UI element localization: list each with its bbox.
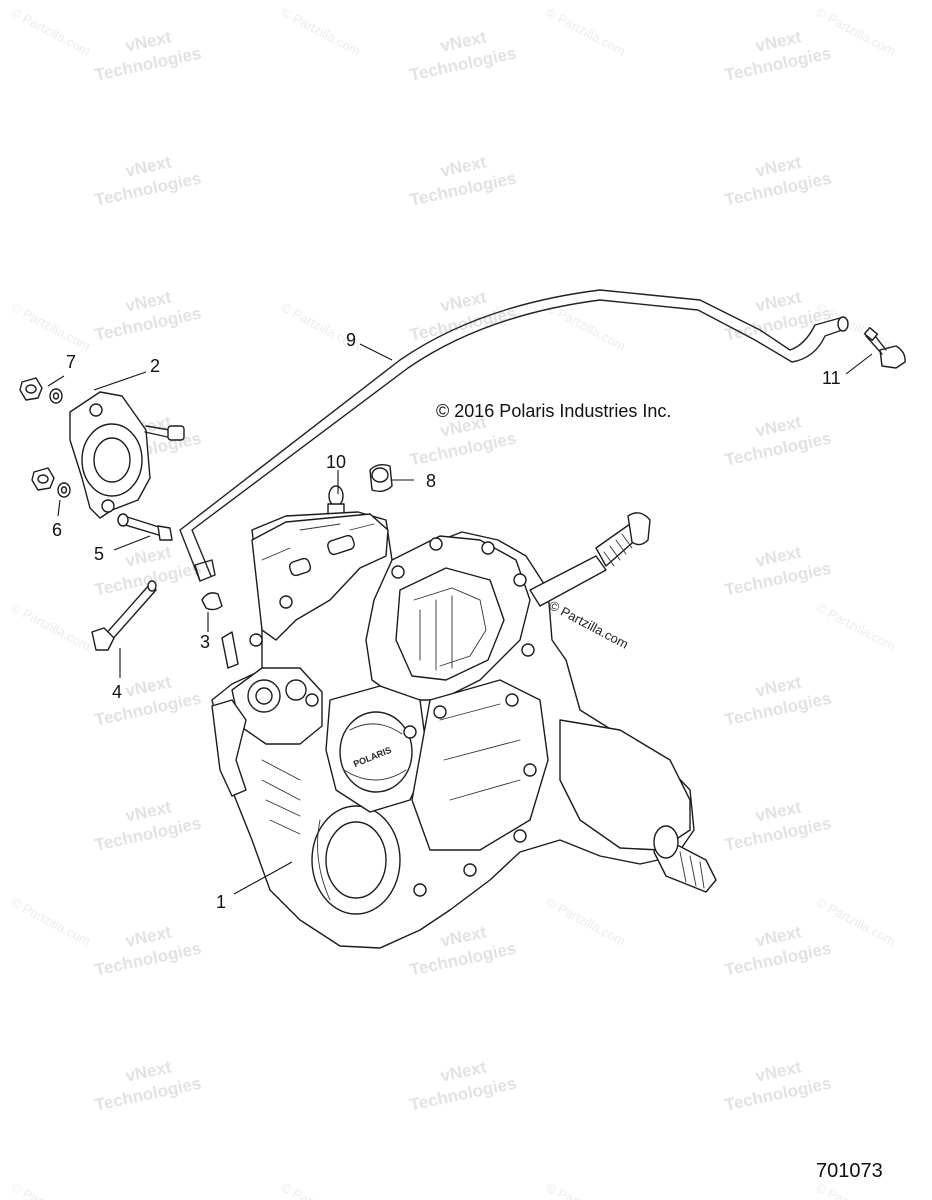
callout-labels: 1 2 3 4 5 6 7 8 9 10 11 xyxy=(52,330,841,912)
watermark-partzilla: © Partzilla.com xyxy=(544,894,628,948)
case-bolt xyxy=(505,693,519,707)
callout-7: 7 xyxy=(66,352,76,372)
nut-7 xyxy=(19,377,63,404)
case-bolt xyxy=(413,883,427,897)
cover-assembly xyxy=(69,391,185,519)
case-bolt xyxy=(513,829,527,843)
copyright-notice: © 2016 Polaris Industries Inc. xyxy=(436,401,672,421)
callout-4: 4 xyxy=(112,682,122,702)
bolt-5 xyxy=(117,513,173,541)
callout-6: 6 xyxy=(52,520,62,540)
case-bolt xyxy=(429,537,443,551)
nut-6 xyxy=(31,467,71,498)
watermark-partzilla: © Partzilla.com xyxy=(544,1179,628,1200)
watermark-partzilla: © Partzilla.com xyxy=(9,599,93,653)
callout-10: 10 xyxy=(326,452,346,472)
case-bolt xyxy=(249,633,263,647)
callout-11: 11 xyxy=(822,368,841,388)
watermark-partzilla: © Partzilla.com xyxy=(279,4,363,58)
case-bolt xyxy=(481,541,495,555)
leader-lines xyxy=(47,343,873,895)
case-bolt xyxy=(403,725,417,739)
diagram-number: 701073 xyxy=(816,1160,883,1182)
watermark-partzilla: © Partzilla.com xyxy=(279,1179,363,1200)
case-bolt xyxy=(523,763,537,777)
vent-fitting xyxy=(863,327,906,369)
watermark-partzilla: © Partzilla.com xyxy=(814,299,898,353)
watermark-partzilla: © Partzilla.com xyxy=(9,299,93,353)
case-bolt xyxy=(391,565,405,579)
transmission-case: POLARIS xyxy=(211,511,717,949)
watermark-partzilla: © Partzilla.com xyxy=(814,599,898,653)
vent-tube xyxy=(179,289,849,582)
watermark-partzilla: © Partzilla.com xyxy=(9,4,93,58)
watermark-partzilla-dark: © Partzilla.com xyxy=(547,597,631,651)
watermark-partzilla: © Partzilla.com xyxy=(9,894,93,948)
callout-3: 3 xyxy=(200,632,210,652)
hose-clamp-3 xyxy=(201,592,223,611)
callout-9: 9 xyxy=(346,330,356,350)
case-bolt xyxy=(521,643,535,657)
case-bolt xyxy=(305,693,319,707)
grommet-8 xyxy=(369,463,393,493)
case-bolt xyxy=(513,573,527,587)
callout-8: 8 xyxy=(426,471,436,491)
callout-5: 5 xyxy=(94,544,104,564)
case-bolt xyxy=(463,863,477,877)
watermark-partzilla: © Partzilla.com xyxy=(9,1179,93,1200)
case-bolt xyxy=(433,705,447,719)
callout-1: 1 xyxy=(216,892,226,912)
watermark-partzilla: © Partzilla.com xyxy=(544,4,628,58)
bolt-4 xyxy=(91,580,157,651)
callout-2: 2 xyxy=(150,356,160,376)
